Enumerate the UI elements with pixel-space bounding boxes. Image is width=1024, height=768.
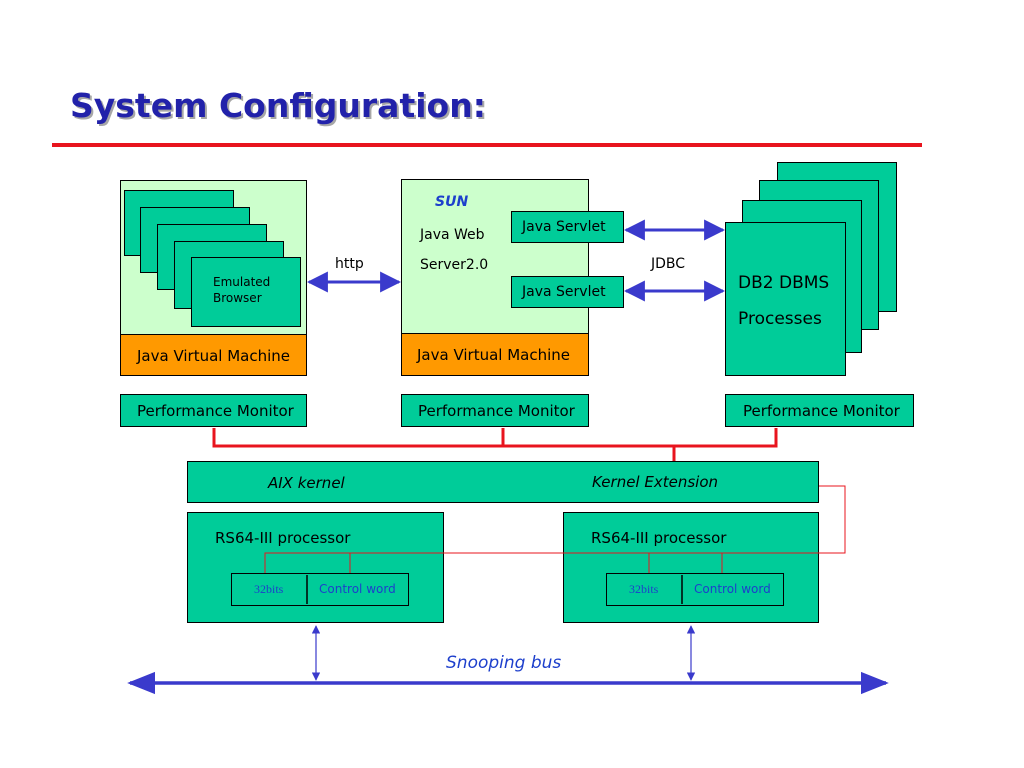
register-control-word-label-1: Control word [319,582,396,596]
db-perf-monitor-box: Performance Monitor [725,394,914,427]
register-32bits-label-1: 32bits [254,582,284,596]
aix-kernel-box: AIX kernel Kernel Extension [187,461,819,503]
client-jvm-label: Java Virtual Machine [137,347,291,365]
http-label: http [335,256,364,272]
server-name-line2: Server2.0 [420,257,489,273]
db2-processes-box: DB2 DBMS Processes [725,222,846,376]
register-box-1: 32bits Control word [231,573,409,606]
client-jvm-box: Java Virtual Machine [120,334,307,376]
server-vendor-label: SUN [435,194,469,210]
kernel-extension-label: Kernel Extension [592,473,719,491]
db-perf-monitor-label: Performance Monitor [743,402,900,420]
client-perf-monitor-box: Performance Monitor [120,394,307,427]
register-32bits-label-2: 32bits [629,582,659,596]
server-name-line1: Java Web [420,227,485,243]
web-server-box: SUN Java Web Server2.0 [401,179,589,334]
server-jvm-label: Java Virtual Machine [417,346,571,364]
slide-title: System Configuration: [70,86,486,125]
title-underline [52,143,922,147]
processor-label-1: RS64-III processor [215,529,351,547]
db2-label-line2: Processes [738,309,822,329]
snooping-bus-label: Snooping bus [446,653,562,673]
java-servlet-label-1: Java Servlet [522,219,606,235]
db2-label-line1: DB2 DBMS [738,273,830,293]
emulated-browser-label: Emulated Browser [213,275,271,305]
java-servlet-label-2: Java Servlet [522,284,606,300]
jdbc-label: JDBC [651,256,686,272]
aix-kernel-label: AIX kernel [268,474,345,492]
java-servlet-box-2: Java Servlet [511,276,624,308]
java-servlet-box-1: Java Servlet [511,211,624,243]
kernel-extension-wiring [264,485,846,573]
register-control-word-label-2: Control word [694,582,771,596]
processor-label-2: RS64-III processor [591,529,727,547]
emulated-browser-box: Emulated Browser [191,257,301,327]
register-box-2: 32bits Control word [606,573,784,606]
monitor-connector [212,428,778,461]
server-perf-monitor-label: Performance Monitor [418,402,575,420]
server-jvm-box: Java Virtual Machine [401,333,589,376]
server-perf-monitor-box: Performance Monitor [401,394,589,427]
client-perf-monitor-label: Performance Monitor [137,402,294,420]
